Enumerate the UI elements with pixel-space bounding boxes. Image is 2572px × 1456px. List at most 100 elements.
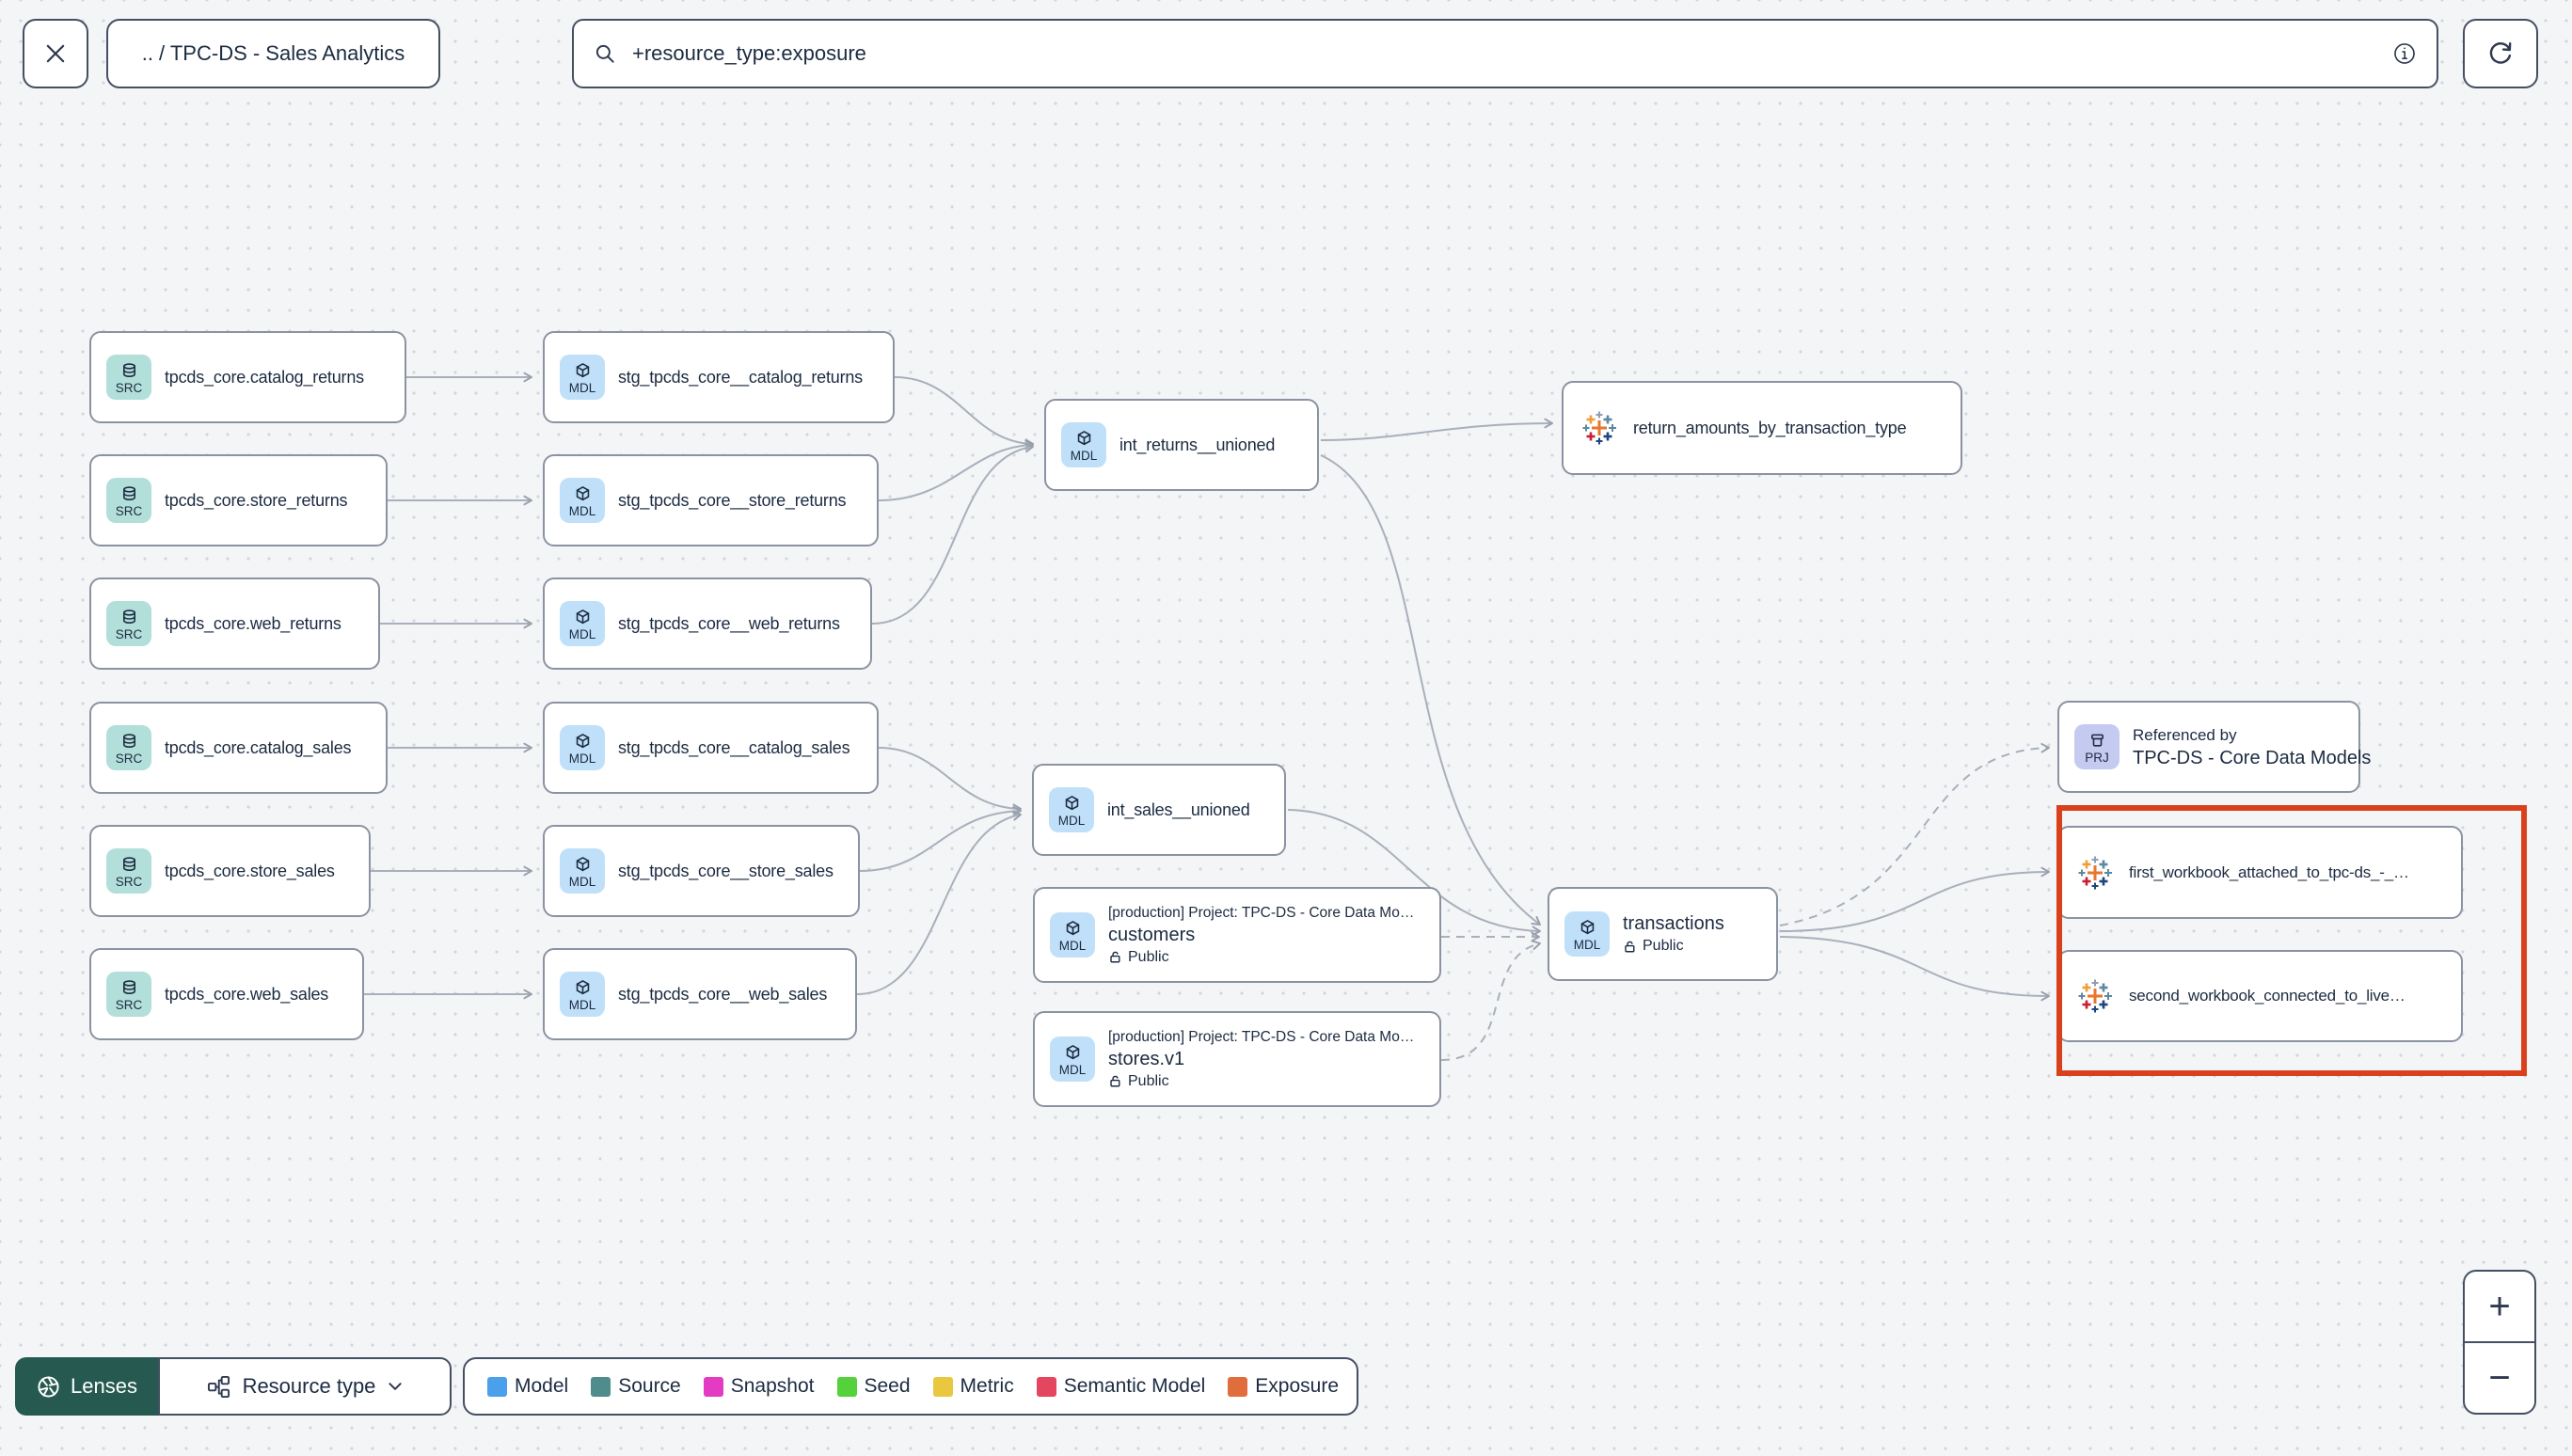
node-source-catalog-returns[interactable]: SRC tpcds_core.catalog_returns bbox=[89, 331, 406, 423]
source-badge: SRC bbox=[106, 601, 151, 646]
edge-stg-catalog-sales-int bbox=[878, 747, 1022, 815]
node-stores-v1[interactable]: MDL [production] Project: TPC-DS - Core … bbox=[1033, 1011, 1441, 1107]
model-badge: MDL bbox=[1564, 911, 1610, 957]
zoom-controls: + − bbox=[2463, 1270, 2536, 1415]
search-input[interactable] bbox=[630, 40, 2378, 67]
node-text-block: transactions Public bbox=[1623, 913, 1724, 954]
cube-icon bbox=[576, 979, 589, 994]
node-source-web-returns[interactable]: SRC tpcds_core.web_returns bbox=[89, 578, 380, 670]
legend-item-seed: Seed bbox=[836, 1375, 911, 1398]
lenses-button[interactable]: Lenses bbox=[15, 1357, 158, 1416]
resource-type-label: Resource type bbox=[242, 1374, 376, 1398]
edge-int-sales-transactions bbox=[1287, 809, 1541, 937]
breadcrumb-label: .. / TPC-DS - Sales Analytics bbox=[141, 41, 405, 65]
search-icon bbox=[595, 44, 614, 63]
lenses-label: Lenses bbox=[71, 1374, 137, 1398]
cube-icon bbox=[1077, 430, 1090, 445]
tableau-icon bbox=[2078, 856, 2112, 889]
close-button[interactable] bbox=[23, 19, 88, 88]
node-source-store-sales[interactable]: SRC tpcds_core.store_sales bbox=[89, 825, 371, 917]
model-badge: MDL bbox=[1049, 787, 1094, 832]
edge-stg-web-returns-int bbox=[871, 442, 1034, 625]
refresh-button[interactable] bbox=[2463, 19, 2538, 88]
cube-icon bbox=[1066, 1044, 1079, 1059]
node-source-web-sales[interactable]: SRC tpcds_core.web_sales bbox=[89, 948, 364, 1040]
model-badge: MDL bbox=[560, 725, 605, 770]
database-icon bbox=[122, 609, 135, 624]
semantic-model-color-swatch bbox=[1036, 1376, 1056, 1397]
database-icon bbox=[122, 856, 135, 871]
cube-icon bbox=[1066, 920, 1079, 935]
node-exposure-first-workbook[interactable]: first_workbook_attached_to_tpc-ds_-_… bbox=[2057, 826, 2463, 919]
node-text-block: [production] Project: TPC-DS - Core Data… bbox=[1108, 1028, 1415, 1089]
node-project-ref[interactable]: PRJ Referenced by TPC-DS - Core Data Mod… bbox=[2057, 701, 2371, 793]
project-badge: PRJ bbox=[2074, 724, 2120, 769]
edge-transactions-project-ref bbox=[1779, 742, 2050, 926]
info-icon[interactable] bbox=[2391, 40, 2418, 67]
exposure-color-swatch bbox=[1228, 1376, 1248, 1397]
node-stg-store-sales[interactable]: MDL stg_tpcds_core__store_sales bbox=[543, 825, 860, 917]
cube-icon bbox=[576, 362, 589, 377]
model-badge: MDL bbox=[1050, 1037, 1095, 1082]
node-stg-catalog-returns[interactable]: MDL stg_tpcds_core__catalog_returns bbox=[543, 331, 895, 423]
model-badge: MDL bbox=[1050, 912, 1095, 957]
node-source-store-returns[interactable]: SRC tpcds_core.store_returns bbox=[89, 454, 388, 546]
access-label: Public bbox=[1643, 938, 1684, 954]
node-exposure-second-workbook[interactable]: second_workbook_connected_to_live… bbox=[2057, 950, 2463, 1042]
lenses-aperture-icon bbox=[38, 1375, 59, 1398]
node-stg-web-returns[interactable]: MDL stg_tpcds_core__web_returns bbox=[543, 578, 872, 670]
node-exposure-return-amounts[interactable]: return_amounts_by_transaction_type bbox=[1562, 381, 1962, 475]
cube-icon bbox=[576, 485, 589, 500]
node-transactions[interactable]: MDL transactions Public bbox=[1548, 887, 1778, 981]
unlock-icon bbox=[1110, 1075, 1120, 1087]
edge-transactions-workbook2 bbox=[1779, 936, 2050, 1002]
source-badge: SRC bbox=[106, 478, 151, 523]
edge-stg-catalog-returns-int bbox=[894, 376, 1034, 450]
node-stg-catalog-sales[interactable]: MDL stg_tpcds_core__catalog_sales bbox=[543, 702, 879, 794]
tableau-icon bbox=[1582, 411, 1616, 445]
legend-item-model: Model bbox=[487, 1375, 568, 1398]
model-badge: MDL bbox=[560, 478, 605, 523]
legend-item-source: Source bbox=[591, 1375, 681, 1398]
node-source-catalog-sales[interactable]: SRC tpcds_core.catalog_sales bbox=[89, 702, 388, 794]
edge-int-returns-transactions bbox=[1320, 454, 1541, 926]
resource-type-icon bbox=[207, 1375, 230, 1398]
edge-stg-store-returns-int bbox=[878, 439, 1034, 501]
database-icon bbox=[122, 979, 135, 994]
legend-item-semantic-model: Semantic Model bbox=[1036, 1375, 1205, 1398]
seed-color-swatch bbox=[836, 1376, 857, 1397]
legend-item-metric: Metric bbox=[932, 1375, 1014, 1398]
database-icon bbox=[122, 362, 135, 377]
source-badge: SRC bbox=[106, 972, 151, 1017]
zoom-in-button[interactable]: + bbox=[2465, 1272, 2534, 1343]
model-badge: MDL bbox=[560, 355, 605, 400]
source-color-swatch bbox=[591, 1376, 611, 1397]
edge-transactions-workbook1 bbox=[1779, 866, 2050, 932]
node-int-returns-unioned[interactable]: MDL int_returns__unioned bbox=[1044, 399, 1319, 491]
model-badge: MDL bbox=[1061, 422, 1106, 467]
database-icon bbox=[122, 485, 135, 500]
node-customers[interactable]: MDL [production] Project: TPC-DS - Core … bbox=[1033, 887, 1441, 983]
zoom-out-button[interactable]: − bbox=[2488, 1356, 2511, 1399]
node-stg-web-sales[interactable]: MDL stg_tpcds_core__web_sales bbox=[543, 948, 857, 1040]
cube-icon bbox=[1065, 795, 1078, 810]
model-color-swatch bbox=[487, 1376, 507, 1397]
edge-stg-web-sales-int bbox=[856, 811, 1022, 995]
unlock-icon bbox=[1625, 941, 1635, 952]
database-icon bbox=[122, 733, 135, 748]
cube-icon bbox=[1580, 919, 1594, 934]
node-int-sales-unioned[interactable]: MDL int_sales__unioned bbox=[1032, 764, 1286, 856]
legend: Model Source Snapshot Seed Metric Semant… bbox=[463, 1357, 1358, 1416]
node-stg-store-returns[interactable]: MDL stg_tpcds_core__store_returns bbox=[543, 454, 879, 546]
breadcrumb[interactable]: .. / TPC-DS - Sales Analytics bbox=[106, 19, 440, 88]
chevron-down-icon bbox=[389, 1383, 403, 1390]
model-badge: MDL bbox=[560, 972, 605, 1017]
source-badge: SRC bbox=[106, 725, 151, 770]
refresh-icon bbox=[2489, 42, 2512, 64]
legend-item-exposure: Exposure bbox=[1228, 1375, 1339, 1398]
source-badge: SRC bbox=[106, 355, 151, 400]
resource-type-dropdown[interactable]: Resource type bbox=[158, 1357, 452, 1416]
model-badge: MDL bbox=[560, 601, 605, 646]
source-badge: SRC bbox=[106, 848, 151, 894]
legend-item-snapshot: Snapshot bbox=[703, 1375, 815, 1398]
